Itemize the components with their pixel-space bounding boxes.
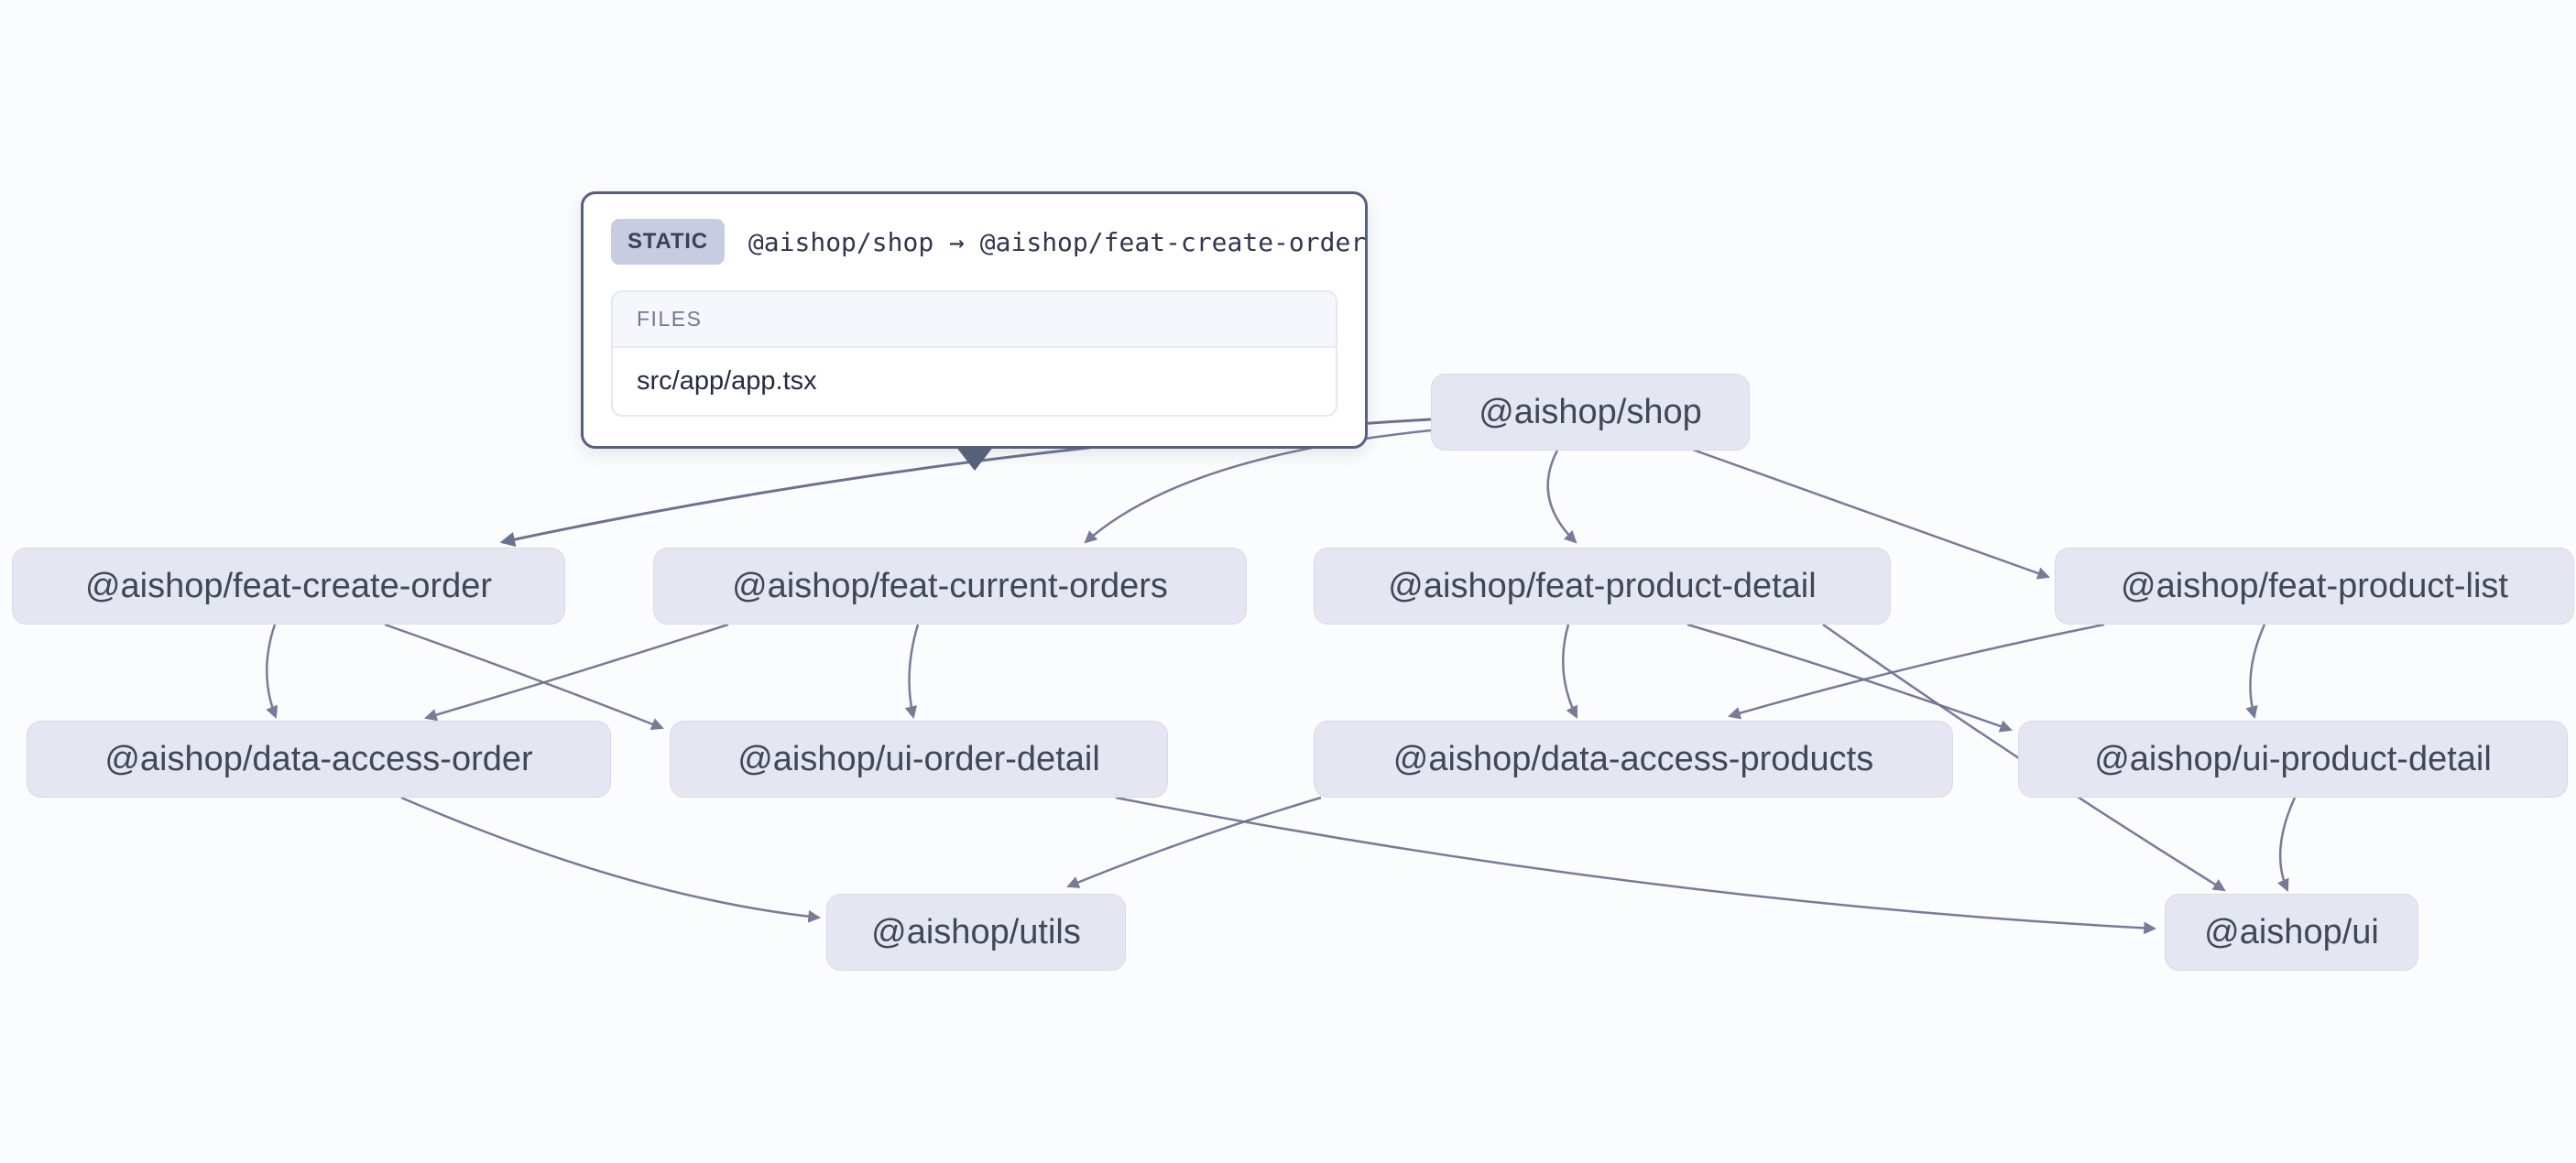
node-shop[interactable]: @aishop/shop: [1431, 374, 1750, 451]
tooltip-caret-icon: [955, 446, 994, 471]
edge-feat-create-order-to-ui-order-detail[interactable]: [384, 623, 664, 731]
node-utils[interactable]: @aishop/utils: [826, 894, 1126, 971]
file-path: src/app/app.tsx: [613, 348, 1336, 415]
edge-tooltip: STATIC @aishop/shop → @aishop/feat-creat…: [581, 191, 1368, 471]
tooltip-header: STATIC @aishop/shop → @aishop/feat-creat…: [611, 219, 1366, 265]
edge-feat-product-detail-to-data-access-products[interactable]: [1561, 624, 1578, 719]
edge-shop-to-feat-product-detail[interactable]: [1546, 450, 1577, 544]
edge-feat-product-detail-to-ui-product-detail[interactable]: [1686, 623, 2013, 733]
edge-ui-product-detail-to-ui[interactable]: [2276, 797, 2297, 892]
edge-feat-current-orders-to-ui-order-detail[interactable]: [904, 624, 920, 720]
node-data-access-products[interactable]: @aishop/data-access-products: [1314, 721, 1953, 798]
edge-feat-create-order-to-data-access-order[interactable]: [266, 624, 278, 719]
edge-data-access-order-to-utils[interactable]: [400, 796, 822, 923]
static-badge: STATIC: [611, 219, 725, 265]
node-feat-current-orders[interactable]: @aishop/feat-current-orders: [653, 548, 1247, 625]
node-feat-create-order[interactable]: @aishop/feat-create-order: [12, 548, 565, 625]
edge-ui-order-detail-to-ui[interactable]: [1115, 796, 2157, 935]
node-ui-product-detail[interactable]: @aishop/ui-product-detail: [2018, 721, 2568, 798]
files-box: FILES src/app/app.tsx: [611, 290, 1337, 417]
node-data-access-order[interactable]: @aishop/data-access-order: [27, 721, 611, 798]
edge-feat-current-orders-to-data-access-order[interactable]: [424, 623, 729, 722]
edge-feat-product-list-to-ui-product-detail[interactable]: [2245, 624, 2266, 719]
edge-shop-to-feat-product-list[interactable]: [1689, 447, 2050, 580]
node-ui-order-detail[interactable]: @aishop/ui-order-detail: [670, 721, 1168, 798]
node-feat-product-detail[interactable]: @aishop/feat-product-detail: [1314, 548, 1891, 625]
edge-data-access-products-to-utils[interactable]: [1066, 796, 1322, 888]
edge-title: @aishop/shop → @aishop/feat-create-order: [748, 226, 1367, 257]
node-feat-product-list[interactable]: @aishop/feat-product-list: [2055, 548, 2574, 625]
files-section-header: FILES: [613, 292, 1336, 348]
node-ui[interactable]: @aishop/ui: [2165, 894, 2418, 971]
edge-feat-product-list-to-data-access-products[interactable]: [1728, 623, 2105, 720]
